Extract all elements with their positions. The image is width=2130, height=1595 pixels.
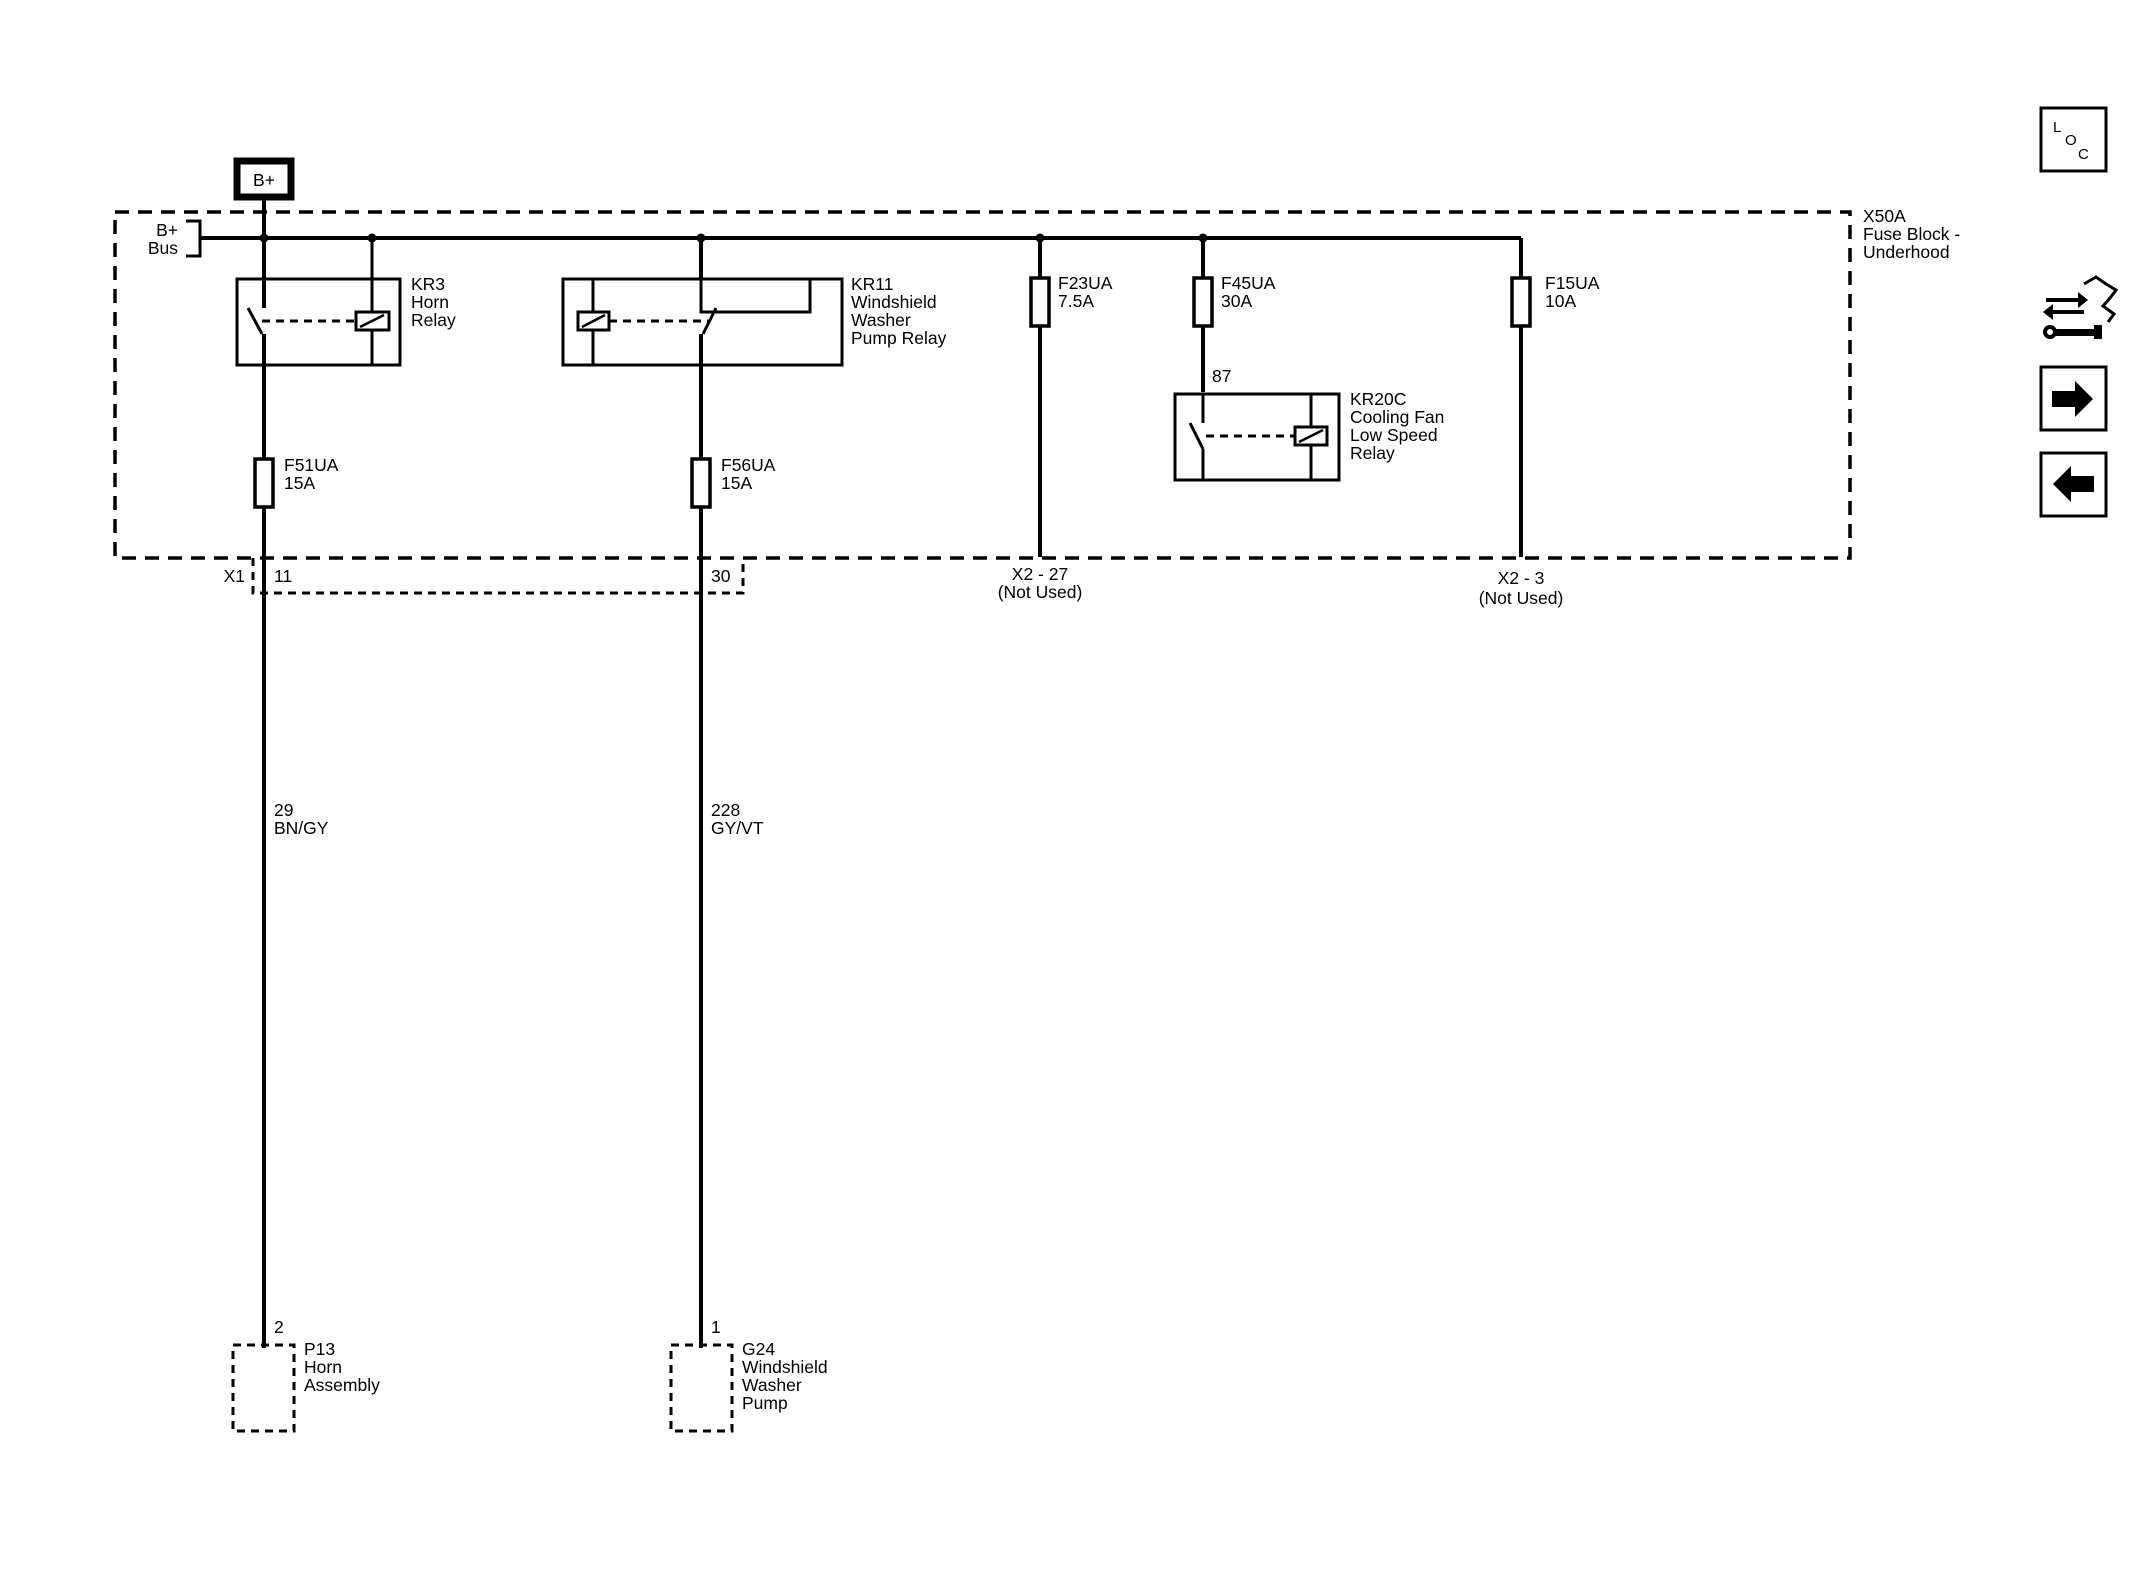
- svg-text:15A: 15A: [284, 473, 315, 493]
- svg-text:BN/GY: BN/GY: [274, 818, 329, 838]
- arrow-right-icon: [2052, 381, 2093, 417]
- svg-text:P13: P13: [304, 1339, 335, 1359]
- washer-pump-relay-kr11: KR11 Windshield Washer Pump Relay: [561, 274, 947, 367]
- washer-circuit: F56UA 15A: [690, 238, 776, 1348]
- next-page-button[interactable]: [2039, 365, 2108, 432]
- svg-text:F56UA: F56UA: [721, 455, 776, 475]
- svg-text:L: L: [2053, 119, 2061, 136]
- svg-text:Assembly: Assembly: [304, 1375, 380, 1395]
- svg-text:C: C: [2078, 146, 2089, 163]
- svg-text:30: 30: [711, 566, 731, 586]
- svg-text:Underhood: Underhood: [1863, 242, 1950, 262]
- horn-assembly-p13: 2 P13 Horn Assembly: [231, 1317, 380, 1433]
- cooling-fan-relay-kr20c: KR20C Cooling Fan Low Speed Relay: [1173, 389, 1444, 482]
- svg-text:10A: 10A: [1545, 291, 1576, 311]
- loc-button[interactable]: L O C: [2039, 106, 2108, 173]
- svg-text:87: 87: [1212, 366, 1231, 386]
- svg-text:G24: G24: [742, 1339, 775, 1359]
- svg-text:Relay: Relay: [411, 310, 456, 330]
- connector-view-button[interactable]: [2043, 275, 2119, 339]
- svg-text:7.5A: 7.5A: [1058, 291, 1094, 311]
- svg-text:228: 228: [711, 800, 740, 820]
- washer-pump-g24: 1 G24 Windshield Washer Pump: [669, 1317, 828, 1433]
- svg-text:2: 2: [274, 1317, 284, 1337]
- svg-text:(Not Used): (Not Used): [998, 582, 1083, 602]
- svg-text:Fuse Block -: Fuse Block -: [1863, 224, 1960, 244]
- svg-text:Relay: Relay: [1350, 443, 1395, 463]
- svg-text:KR3: KR3: [411, 274, 445, 294]
- fuse-f56ua: [690, 457, 712, 509]
- fuse-f15ua: [1510, 276, 1532, 328]
- f23ua-circuit: F23UA 7.5A X2 - 27 (Not Used): [998, 238, 1113, 602]
- svg-text:X50A: X50A: [1863, 206, 1906, 226]
- svg-text:F51UA: F51UA: [284, 455, 339, 475]
- loc-icon: L O C: [2053, 119, 2089, 163]
- wire-label-washer: 228 GY/VT: [711, 800, 764, 838]
- previous-page-button[interactable]: [2039, 451, 2108, 518]
- svg-text:GY/VT: GY/VT: [711, 818, 764, 838]
- svg-text:Washer: Washer: [851, 310, 911, 330]
- fuse-f45ua: [1192, 276, 1214, 328]
- svg-text:O: O: [2065, 132, 2077, 149]
- f15ua-circuit: F15UA 10A X2 - 3 (Not Used): [1479, 238, 1600, 608]
- svg-text:1: 1: [711, 1317, 721, 1337]
- horn-circuit: F51UA 15A: [253, 238, 339, 1348]
- wire-label-horn: 29 BN/GY: [274, 800, 329, 838]
- horn-relay-kr3: KR3 Horn Relay: [235, 238, 456, 367]
- svg-text:Horn: Horn: [304, 1357, 342, 1377]
- svg-text:F45UA: F45UA: [1221, 273, 1276, 293]
- supply-label: B+: [253, 170, 275, 190]
- b-plus-bus: B+ Bus: [148, 197, 1521, 258]
- connector-x2-27: X2 - 27: [1012, 564, 1068, 584]
- svg-text:Pump: Pump: [742, 1393, 788, 1413]
- f45ua-circuit: F45UA 30A 87: [1192, 238, 1276, 392]
- bus-label: B+: [156, 220, 178, 240]
- connector-x2-3: X2 - 3: [1498, 568, 1545, 588]
- svg-text:Washer: Washer: [742, 1375, 802, 1395]
- svg-text:KR20C: KR20C: [1350, 389, 1406, 409]
- svg-text:Windshield: Windshield: [851, 292, 937, 312]
- svg-text:30A: 30A: [1221, 291, 1252, 311]
- connector-wrench-icon: [2043, 275, 2119, 339]
- svg-text:F23UA: F23UA: [1058, 273, 1113, 293]
- svg-text:KR11: KR11: [851, 274, 893, 294]
- svg-text:Windshield: Windshield: [742, 1357, 828, 1377]
- svg-text:Pump Relay: Pump Relay: [851, 328, 947, 348]
- b-plus-supply: B+: [233, 157, 295, 201]
- fuse-f23ua: [1029, 276, 1051, 328]
- svg-text:11: 11: [274, 566, 292, 586]
- svg-text:Low Speed: Low Speed: [1350, 425, 1438, 445]
- svg-text:F15UA: F15UA: [1545, 273, 1600, 293]
- svg-text:Bus: Bus: [148, 238, 178, 258]
- fuse-block-label: X50A Fuse Block - Underhood: [1863, 206, 1960, 262]
- fuse-f51ua: [253, 457, 275, 509]
- svg-text:Horn: Horn: [411, 292, 449, 312]
- svg-text:X1: X1: [224, 566, 245, 586]
- arrow-left-icon: [2053, 466, 2094, 502]
- fuse-block-outline: [113, 210, 1852, 560]
- connector-x1: X1 11 30: [224, 558, 745, 595]
- svg-text:15A: 15A: [721, 473, 752, 493]
- svg-text:(Not Used): (Not Used): [1479, 588, 1564, 608]
- svg-text:Cooling Fan: Cooling Fan: [1350, 407, 1444, 427]
- svg-text:29: 29: [274, 800, 293, 820]
